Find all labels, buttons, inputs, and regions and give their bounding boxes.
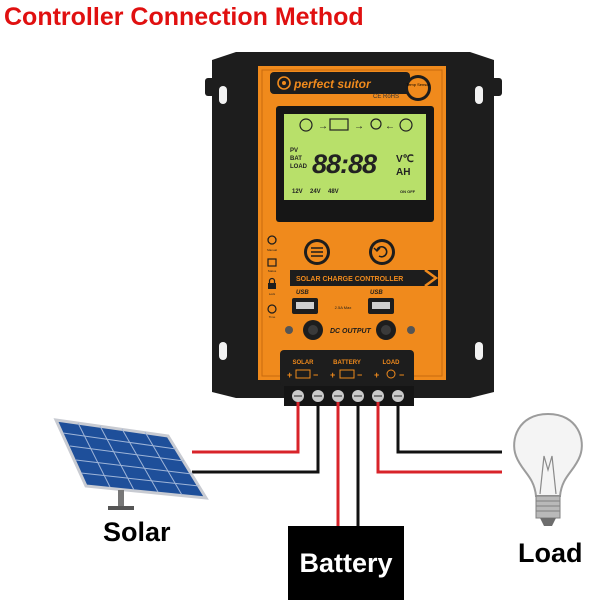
- lcd-label-load: LOAD: [290, 164, 308, 170]
- mount-slot-bottom-left: [219, 342, 227, 360]
- page-title: Controller Connection Method: [4, 3, 364, 31]
- side-label-status: Status: [268, 269, 277, 273]
- lcd-label-pv: PV: [290, 148, 298, 154]
- status-icon: [267, 258, 277, 267]
- svg-text:+: +: [330, 370, 335, 380]
- side-label-time: Time: [269, 315, 276, 319]
- lcd-battery-icon: [329, 118, 349, 131]
- lcd-digits: 88:88: [312, 149, 377, 179]
- back-button[interactable]: [369, 239, 395, 265]
- usb-label-right: USB: [370, 290, 383, 296]
- lcd-screen: [284, 114, 426, 200]
- mount-slot-top-left: [219, 86, 227, 104]
- menu-button[interactable]: [304, 239, 330, 265]
- dc-output-label: DC OUTPUT: [330, 328, 372, 335]
- brand-name: perfect suitor: [293, 77, 372, 91]
- svg-text:−: −: [399, 370, 404, 380]
- dc-output-port[interactable]: [376, 320, 396, 340]
- svg-text:←: ←: [385, 121, 395, 132]
- sun-logo-icon: [277, 76, 291, 90]
- lock-icon: [268, 283, 276, 289]
- clock-icon: [267, 304, 277, 314]
- mount-slot-top-right: [475, 86, 483, 104]
- wire-load-positive: [376, 402, 502, 474]
- lcd-voltage-24: 24V: [310, 189, 321, 195]
- usb-rating: 2.5A Max: [335, 305, 352, 310]
- wire-load-negative: [396, 402, 502, 454]
- lcd-voltage-12: 12V: [292, 189, 303, 195]
- usb-label-left: USB: [296, 290, 309, 296]
- battery-box: Battery: [288, 526, 404, 600]
- lcd-unit-top: V℃: [396, 154, 414, 165]
- brand-strip: [270, 72, 410, 94]
- lcd-on-off: ON OFF: [400, 189, 416, 194]
- indicator-led-left: [285, 326, 293, 334]
- dc-output-switch[interactable]: [303, 320, 323, 340]
- battery-label: Battery: [299, 547, 393, 578]
- svg-text:+: +: [374, 370, 379, 380]
- lcd-unit-bottom: AH: [396, 167, 410, 178]
- wire-solar-negative: [192, 402, 320, 474]
- side-label-lock: Lock: [269, 292, 276, 296]
- solar-panel-mini-icon: [295, 369, 311, 379]
- terminal-label-battery: BATTERY: [333, 360, 361, 366]
- lcd-bulb-icon: [370, 118, 382, 130]
- solar-label: Solar: [103, 517, 171, 547]
- wire-solar-positive: [192, 402, 300, 454]
- svg-text:+: +: [287, 370, 292, 380]
- svg-text:−: −: [357, 370, 362, 380]
- product-label: SOLAR CHARGE CONTROLLER: [296, 276, 403, 283]
- temp-sensor-label: Temp Sensor: [406, 82, 430, 87]
- battery-mini-icon: [339, 369, 355, 379]
- cert-marks: CE RoHS: [373, 94, 399, 100]
- svg-text:→: →: [354, 121, 364, 132]
- terminal-label-solar: SOLAR: [293, 360, 315, 366]
- product-label-strip: [290, 270, 438, 286]
- terminal-label-panel: [280, 350, 414, 386]
- indicator-led-right: [407, 326, 415, 334]
- terminal-label-load: LOAD: [383, 360, 401, 366]
- side-label-manual: Manual: [267, 248, 277, 252]
- mount-slot-bottom-right: [475, 342, 483, 360]
- lcd-load-icon: [399, 118, 413, 132]
- lcd-label-bat: BAT: [290, 156, 302, 162]
- wiring: [192, 402, 502, 528]
- solar-panel-icon: [53, 418, 209, 510]
- lcd-voltage-48: 48V: [328, 189, 339, 195]
- bulb-mini-icon: [386, 369, 396, 379]
- svg-text:−: −: [313, 370, 318, 380]
- light-bulb-icon: [513, 412, 583, 526]
- terminal-screws: [292, 390, 404, 402]
- load-label: Load: [518, 538, 583, 568]
- lcd-sun-icon: [299, 118, 313, 132]
- svg-text:→: →: [318, 121, 328, 132]
- manual-gear-icon: [267, 235, 277, 245]
